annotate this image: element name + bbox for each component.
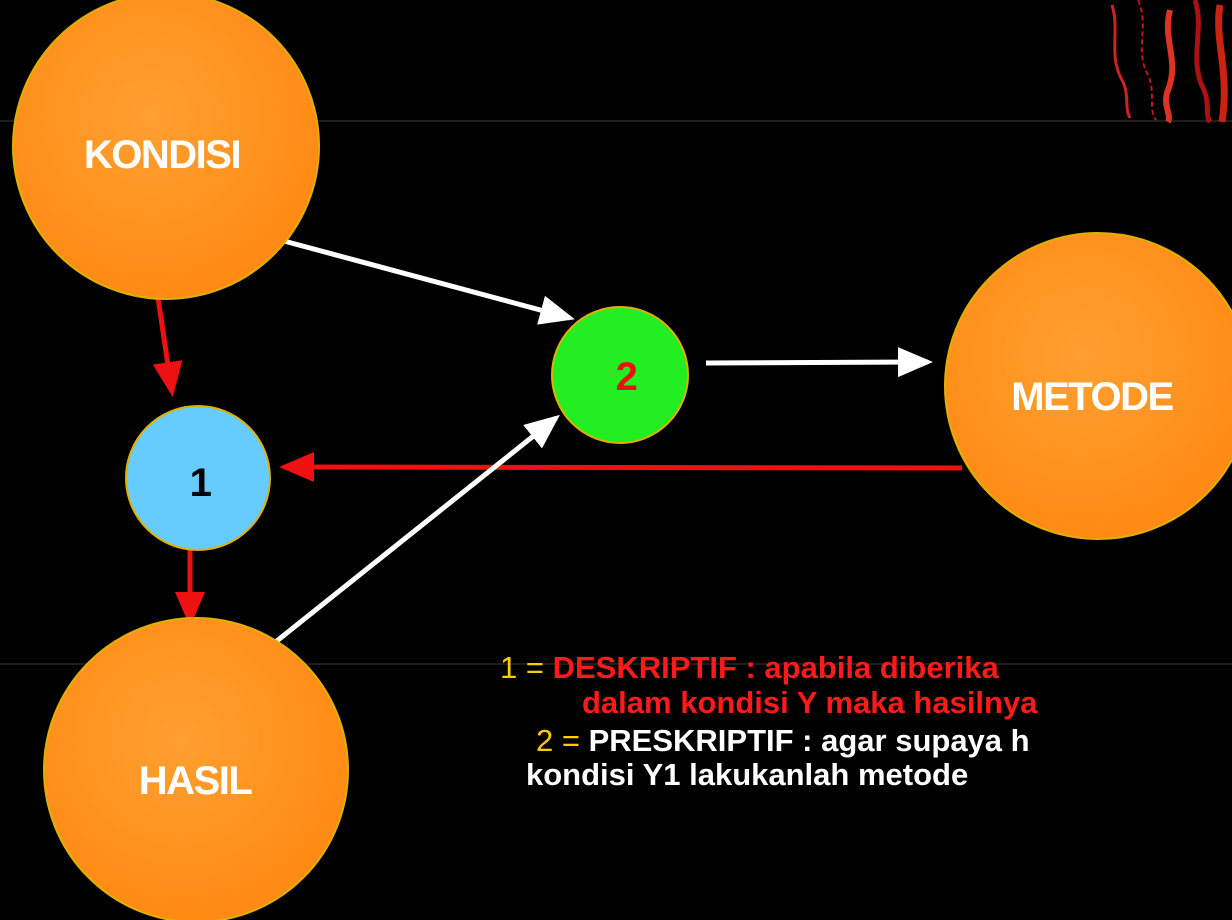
note-2-number: 2 = — [536, 723, 580, 758]
node-hasil-label: HASIL — [139, 759, 253, 803]
arrow-metode-to-1 — [279, 452, 963, 483]
note-2-text: PRESKRIPTIF : agar supaya h — [588, 723, 1030, 758]
note-line-2: dalam kondisi Y maka hasilnya — [582, 685, 1038, 720]
node-metode: METODE — [944, 232, 1232, 540]
arrow-kondisi-to-2 — [283, 238, 575, 325]
note-1-number: 1 = — [500, 650, 544, 685]
note-line-4: kondisi Y1 lakukanlah metode — [526, 757, 969, 792]
arrow-2-to-metode — [705, 347, 933, 378]
node-hasil: HASIL — [43, 617, 349, 920]
arrow-hasil-to-2 — [266, 414, 560, 650]
node-kondisi-label: KONDISI — [84, 133, 240, 177]
node-1: 1 — [125, 405, 271, 551]
flame-decoration-icon — [1110, 0, 1228, 124]
note-1-text: DESKRIPTIF : apabila diberika — [552, 650, 999, 685]
node-kondisi: KONDISI — [12, 0, 320, 300]
node-1-label: 1 — [190, 461, 212, 505]
node-2: 2 — [551, 306, 689, 444]
node-metode-label: METODE — [1011, 375, 1173, 419]
note-line-1: 1 = DESKRIPTIF : apabila diberika — [500, 651, 999, 685]
arrow-kondisi-to-1 — [152, 297, 183, 397]
note-line-3: 2 = PRESKRIPTIF : agar supaya h — [536, 724, 1030, 758]
node-2-label: 2 — [616, 355, 637, 399]
